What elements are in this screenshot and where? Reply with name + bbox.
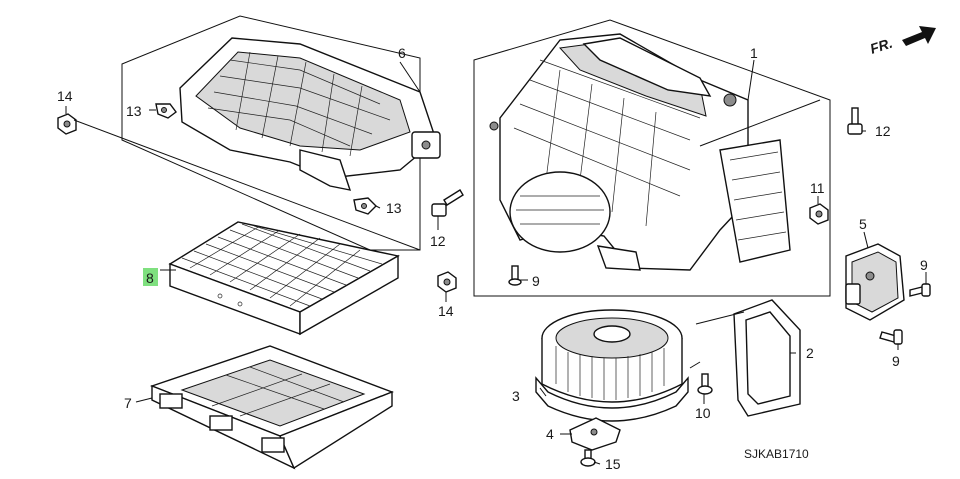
callout-6: 6 (398, 45, 406, 61)
part-13-clip-lower[interactable] (353, 197, 377, 215)
part-14-nut-lower[interactable] (437, 271, 457, 293)
part-5-actuator[interactable] (845, 243, 905, 321)
callout-9-bottom: 9 (892, 353, 900, 369)
part-3-blower-motor[interactable] (535, 309, 689, 422)
part-7-filter-lid[interactable] (149, 345, 394, 470)
part-6-upper-housing[interactable] (179, 37, 441, 191)
front-marker-label: FR. (868, 35, 894, 57)
part-13-clip-upper[interactable] (155, 103, 177, 119)
part-12-screw-upper[interactable] (847, 107, 863, 135)
part-2-seal-frame[interactable] (733, 299, 801, 417)
diagram-code: SJKAB1710 (744, 447, 809, 461)
callout-10: 10 (695, 405, 711, 421)
part-9-screw-housing[interactable] (508, 265, 522, 286)
leader-lines (65, 59, 927, 465)
part-11-nut[interactable] (809, 203, 829, 225)
callout-12-lower: 12 (430, 233, 446, 249)
part-9-screw-motor-right[interactable] (909, 283, 931, 297)
part-4-bracket[interactable] (569, 417, 621, 451)
callout-13-upper: 13 (126, 103, 142, 119)
callout-labels: 6 1 8 7 3 4 2 5 12 11 14 13 13 12 14 9 9… (57, 45, 928, 472)
callout-2: 2 (806, 345, 814, 361)
front-arrow-icon (902, 26, 936, 46)
group-frame-main (473, 19, 831, 297)
part-9-screw-motor-bottom[interactable] (879, 329, 903, 345)
part-15-screw[interactable] (580, 449, 596, 467)
callout-15: 15 (605, 456, 621, 472)
callout-9-housing: 9 (532, 273, 540, 289)
callout-4: 4 (546, 426, 554, 442)
part-1-blower-housing[interactable] (489, 33, 791, 271)
callout-14-upper: 14 (57, 88, 73, 104)
callout-12-upper: 12 (875, 123, 891, 139)
callout-8-highlight (143, 268, 158, 286)
callout-5: 5 (859, 216, 867, 232)
callout-9-right: 9 (920, 257, 928, 273)
callout-1: 1 (750, 45, 758, 61)
callout-7: 7 (124, 395, 132, 411)
part-14-nut-upper[interactable] (57, 113, 77, 135)
callout-14-lower: 14 (438, 303, 454, 319)
callout-11: 11 (810, 180, 825, 196)
callout-3: 3 (512, 388, 520, 404)
part-8-cabin-air-filter[interactable] (168, 221, 400, 336)
callout-13-lower: 13 (386, 200, 402, 216)
part-12-screw-lower[interactable] (431, 189, 464, 217)
part-10-screw[interactable] (697, 373, 713, 395)
callout-8[interactable]: 8 (146, 270, 154, 286)
front-direction-arrow-icon: FR. (868, 26, 936, 57)
